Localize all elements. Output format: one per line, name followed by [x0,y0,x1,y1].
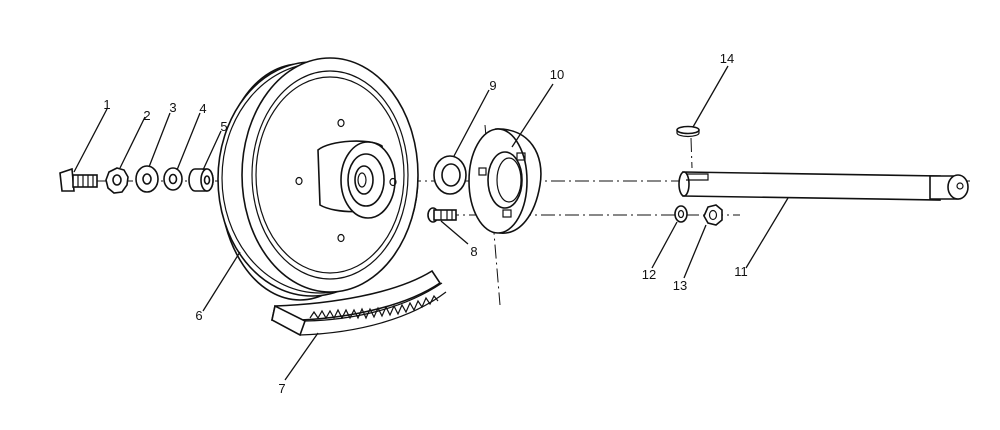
callout-7: 7 [278,381,285,396]
pulley-part [217,57,419,301]
flat-washer-part [135,165,159,193]
leader-lines [73,65,789,381]
callout-12: 12 [642,267,656,282]
lock-washer-part [105,167,129,194]
belt-part [271,269,447,337]
callout-2: 2 [143,108,150,123]
callout-5: 5 [220,119,227,134]
callout-10: 10 [550,67,564,82]
callout-4: 4 [199,101,206,116]
shaft-part [678,171,969,201]
callout-14: 14 [720,51,734,66]
thrust-washer-part [433,155,467,195]
callout-labels: 1 2 3 4 5 6 7 8 9 10 11 12 13 14 [103,51,747,396]
callout-6: 6 [195,308,202,323]
bolt-part [59,167,98,192]
callout-1: 1 [103,97,110,112]
woodruff-key-part [676,125,700,138]
callout-13: 13 [673,278,687,293]
callout-3: 3 [169,100,176,115]
hex-nut-part [703,204,723,226]
shaft-lock-washer-part [674,205,688,223]
flange-bearing-part [468,128,542,234]
small-washer-part [163,167,183,191]
callout-11: 11 [734,264,748,279]
set-screw-part [427,207,457,223]
callout-9: 9 [489,78,496,93]
key-drop-line [690,137,693,169]
callout-8: 8 [470,244,477,259]
spacer-bushing-part [188,168,214,192]
